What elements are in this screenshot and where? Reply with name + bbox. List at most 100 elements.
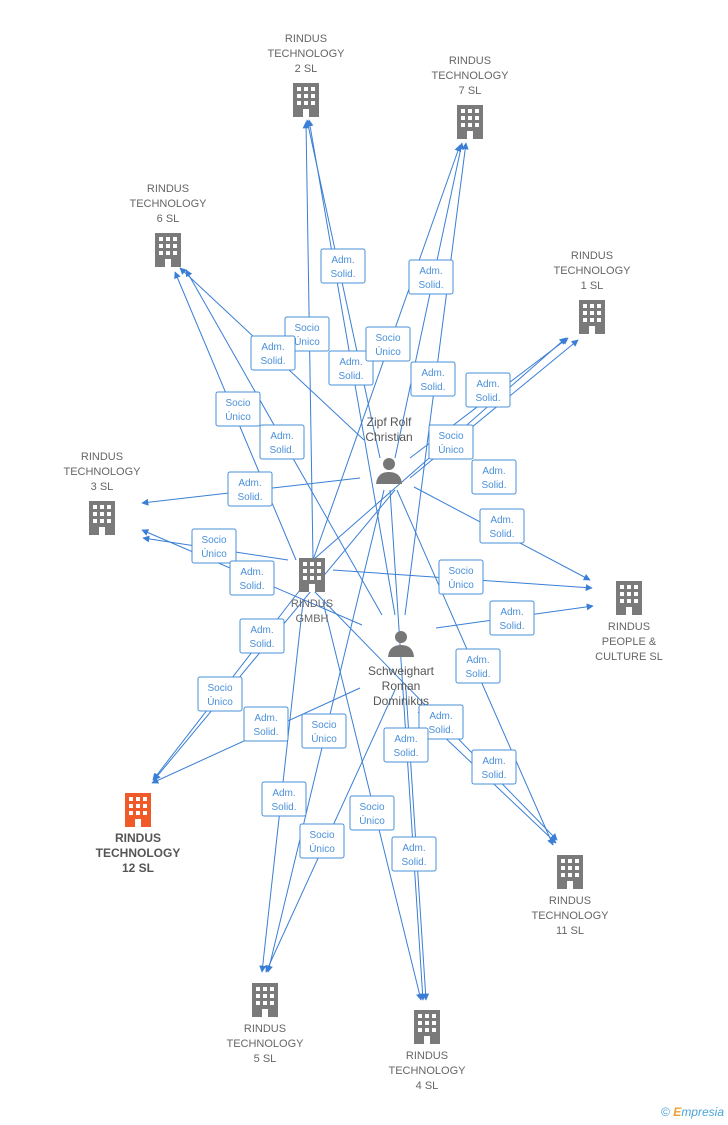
company-name-line: RINDUS bbox=[291, 598, 333, 610]
edge-role-text: Solid. bbox=[269, 445, 294, 456]
edge-role-text: Solid. bbox=[249, 639, 274, 650]
edge-role-text: Adm. bbox=[339, 357, 362, 368]
edge-role-text: Adm. bbox=[240, 567, 263, 578]
edge-role-text: Solid. bbox=[253, 727, 278, 738]
company-name-line: TECHNOLOGY bbox=[431, 70, 509, 82]
edge-role-text: Solid. bbox=[481, 480, 506, 491]
edge-role-text: Solid. bbox=[239, 581, 264, 592]
edge-role-text: Adm. bbox=[250, 625, 273, 636]
edge-role-text: Adm. bbox=[254, 713, 277, 724]
company-name-line: 6 SL bbox=[157, 213, 180, 225]
company-name-line: TECHNOLOGY bbox=[226, 1038, 304, 1050]
edge-role-text: Único bbox=[438, 443, 464, 456]
edge-role-text: Adm. bbox=[476, 379, 499, 390]
edge-role-label[interactable]: Adm.Solid. bbox=[479, 508, 525, 544]
edge-role-label[interactable]: Adm.Solid. bbox=[383, 727, 429, 763]
edge-role-label[interactable]: Adm.Solid. bbox=[259, 424, 305, 460]
building-icon bbox=[125, 793, 151, 827]
edge-role-text: Solid. bbox=[481, 770, 506, 781]
company-name-line: CULTURE SL bbox=[595, 651, 663, 663]
building-icon bbox=[293, 83, 319, 117]
person-name-line: Zipf Rolf bbox=[367, 415, 412, 429]
edge-role-text: Socio bbox=[309, 830, 334, 841]
edge-role-text: Único bbox=[448, 578, 474, 591]
edge-role-text: Único bbox=[207, 695, 233, 708]
edge-role-label[interactable]: Adm.Solid. bbox=[261, 781, 307, 817]
company-name-line: RINDUS bbox=[115, 831, 161, 845]
edge-role-text: Socio bbox=[294, 323, 319, 334]
edge-role-label[interactable]: Adm.Solid. bbox=[227, 471, 273, 507]
edge-role-text: Adm. bbox=[466, 655, 489, 666]
edge-role-label[interactable]: Adm.Solid. bbox=[465, 372, 511, 408]
company-name-line: RINDUS bbox=[147, 183, 189, 195]
edge-role-label[interactable]: Adm.Solid. bbox=[250, 335, 296, 371]
company-name-line: TECHNOLOGY bbox=[531, 910, 609, 922]
edge-role-text: Único bbox=[311, 732, 337, 745]
company-name-line: TECHNOLOGY bbox=[63, 466, 141, 478]
edge-role-label[interactable]: Adm.Solid. bbox=[410, 361, 456, 397]
edge-role-text: Socio bbox=[375, 333, 400, 344]
company-name-line: 3 SL bbox=[91, 481, 114, 493]
edge-role-text: Solid. bbox=[465, 669, 490, 680]
company-name-line: 5 SL bbox=[254, 1053, 277, 1065]
company-name-line: TECHNOLOGY bbox=[553, 265, 631, 277]
edge-role-text: Adm. bbox=[331, 255, 354, 266]
edge-role-label[interactable]: Adm.Solid. bbox=[391, 836, 437, 872]
company-name-line: 11 SL bbox=[556, 925, 584, 937]
edge-role-label[interactable]: Adm.Solid. bbox=[471, 749, 517, 785]
edge-role-label[interactable]: Adm.Solid. bbox=[408, 259, 454, 295]
edge-labels-layer: Adm.Solid.Adm.Solid.SocioÚnicoAdm.Solid.… bbox=[191, 248, 535, 872]
company-name-line: PEOPLE & bbox=[602, 636, 657, 648]
edge-role-label[interactable]: Adm.Solid. bbox=[489, 600, 535, 636]
edge-role-text: Adm. bbox=[394, 734, 417, 745]
empresia-logo[interactable]: © Empresia bbox=[661, 1105, 724, 1119]
edge-role-text: Solid. bbox=[499, 621, 524, 632]
edge-role-label[interactable]: Adm.Solid. bbox=[320, 248, 366, 284]
edge-role-text: Adm. bbox=[272, 788, 295, 799]
edge-role-label[interactable]: Adm. Solid. bbox=[239, 618, 285, 654]
edge-role-text: Único bbox=[225, 410, 251, 423]
person-name-line: Roman bbox=[382, 679, 421, 693]
edge-role-label[interactable]: Adm. Solid. bbox=[243, 706, 289, 742]
company-name-line: 4 SL bbox=[416, 1080, 439, 1092]
company-name-line: RINDUS bbox=[449, 55, 491, 67]
company-node-gmbh[interactable]: RINDUS GMBH bbox=[291, 558, 333, 625]
company-name-line: GMBH bbox=[296, 613, 329, 625]
edge-role-text: Único bbox=[201, 547, 227, 560]
edge-role-label[interactable]: Adm. Solid. bbox=[229, 560, 275, 596]
building-icon bbox=[89, 501, 115, 535]
edge-role-text: Único bbox=[359, 814, 385, 827]
company-name-line: TECHNOLOGY bbox=[96, 846, 181, 860]
edge-role-label[interactable]: Adm.Solid. bbox=[328, 350, 374, 386]
edge-role-label[interactable]: Adm.Solid. bbox=[418, 704, 464, 740]
edge-role-label[interactable]: Adm. Solid. bbox=[455, 648, 501, 684]
edge-role-label[interactable]: Adm.Solid. bbox=[471, 459, 517, 495]
building-icon bbox=[252, 983, 278, 1017]
edge-role-text: Socio bbox=[438, 431, 463, 442]
person-icon bbox=[388, 631, 414, 657]
